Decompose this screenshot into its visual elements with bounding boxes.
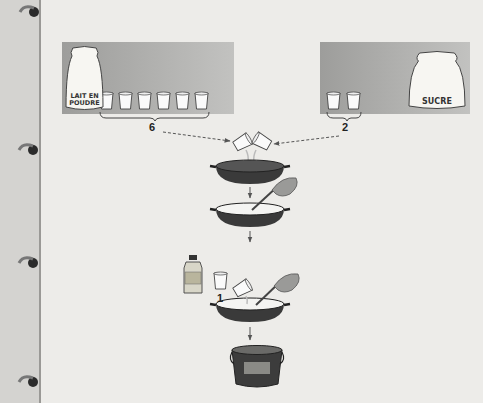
pouring-cup (232, 132, 253, 152)
pot-stirring (210, 274, 299, 322)
page (40, 0, 483, 403)
bracket (327, 112, 361, 121)
dashed-arrow (163, 132, 230, 141)
cup (214, 272, 227, 289)
bracket (100, 112, 209, 121)
quantity-number: 1 (217, 293, 223, 304)
bag-label: LAIT EN POUDRE (65, 93, 104, 111)
bag-label: SUCRE (420, 98, 454, 110)
pot-stirring (210, 178, 297, 227)
storage-bucket (230, 346, 283, 388)
sugar-bag: SUCRE (408, 50, 466, 110)
cup-row (100, 92, 208, 109)
step-arrow (250, 231, 251, 242)
oil-bottle (184, 255, 202, 293)
dashed-arrow (274, 136, 339, 144)
step-arrow (250, 187, 251, 198)
ingredient-panel (320, 42, 470, 114)
milk-powder-bag: LAIT EN POUDRE (65, 45, 104, 111)
quantity-number: 6 (149, 122, 155, 133)
step-arrow (250, 327, 251, 340)
quantity-number: 2 (342, 122, 348, 133)
cup-row (327, 92, 360, 109)
page-edge (39, 0, 41, 403)
binder-rings (19, 7, 39, 387)
ingredient-panel (62, 42, 234, 114)
pot (210, 160, 290, 184)
pouring-cup (251, 131, 272, 151)
